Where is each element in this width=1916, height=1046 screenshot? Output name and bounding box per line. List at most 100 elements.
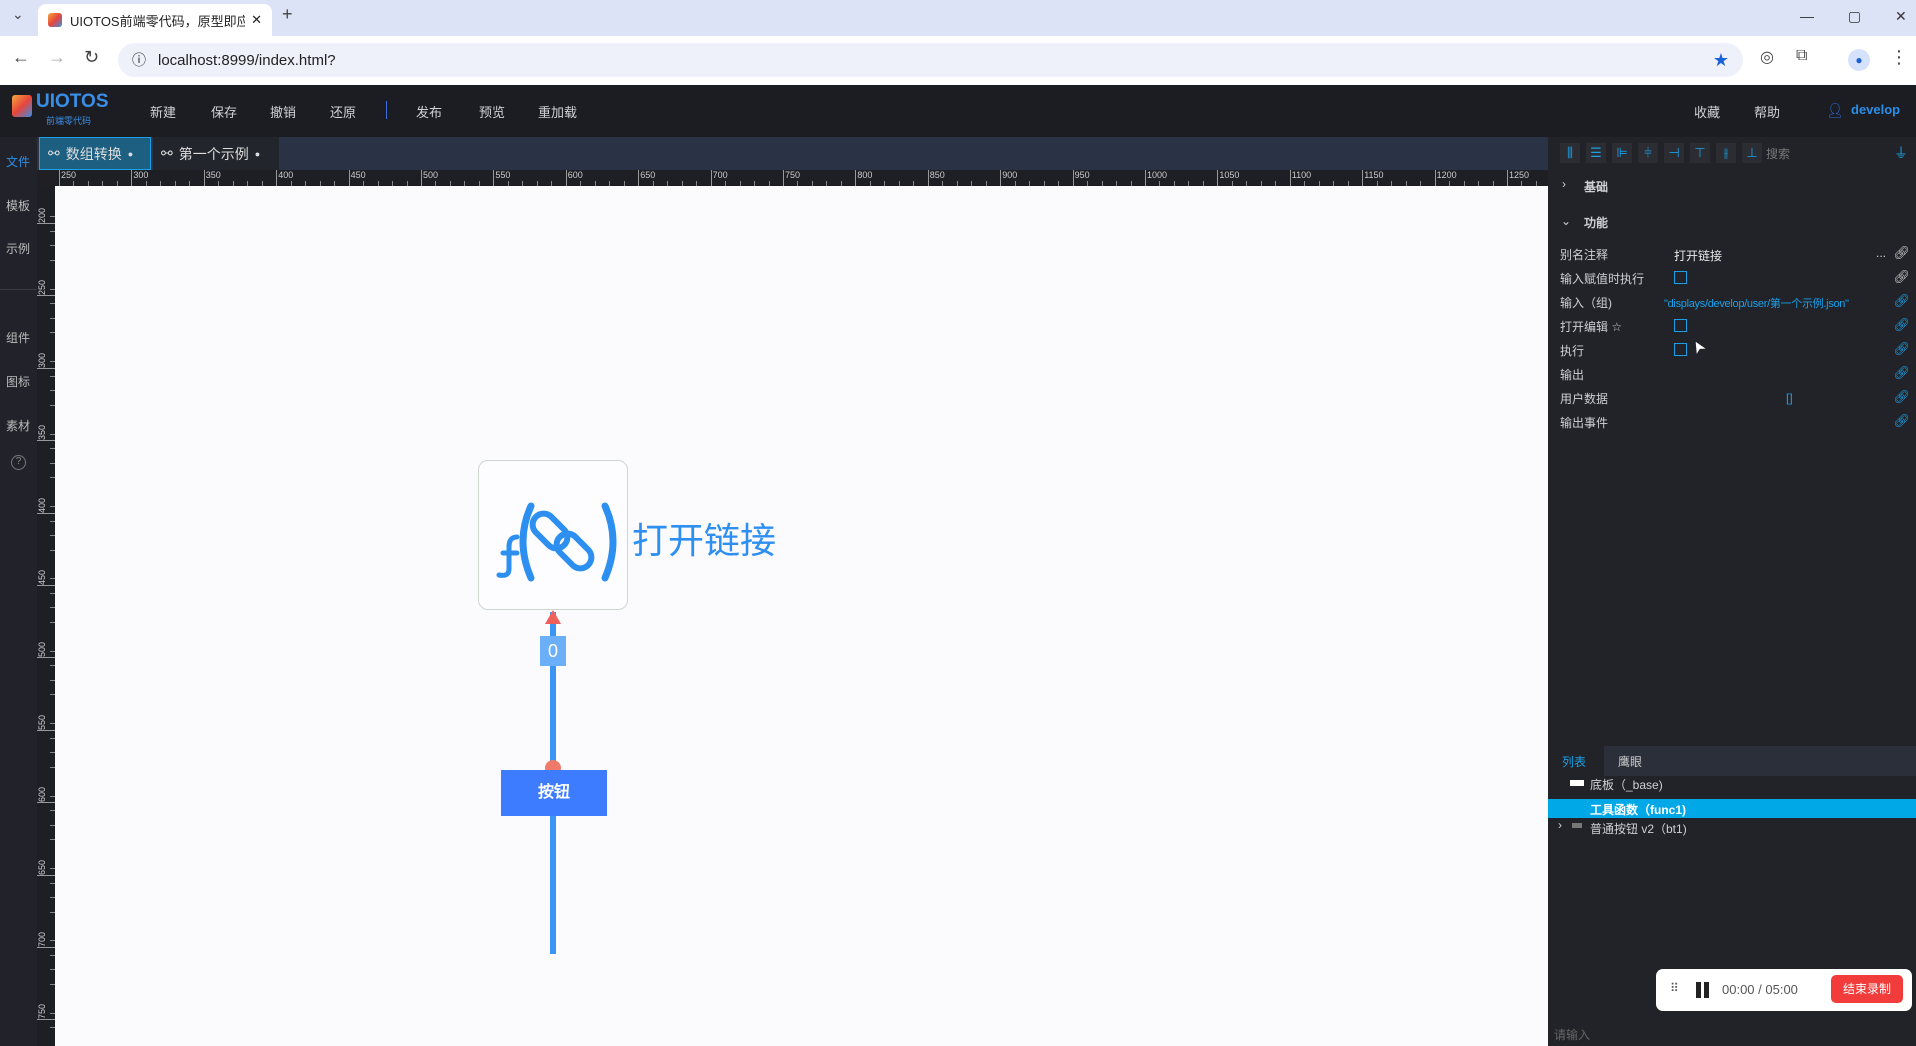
menu-redo[interactable]: 还原 bbox=[330, 105, 357, 120]
align-left-icon[interactable]: ⊫ bbox=[1612, 143, 1632, 163]
filter-icon[interactable]: ⏚ bbox=[1894, 145, 1908, 161]
function-node[interactable] bbox=[478, 460, 628, 610]
prop-value[interactable]: "displays/develop/user/第一个示例.json" bbox=[1664, 298, 1849, 310]
ruler-tick bbox=[942, 181, 944, 186]
ruler-tick bbox=[797, 181, 799, 186]
menu-preview[interactable]: 预览 bbox=[479, 105, 506, 120]
link-icon[interactable]: 🔗︎ bbox=[1893, 365, 1910, 380]
ruler-tick bbox=[985, 181, 987, 186]
align-middle-icon[interactable]: ⫲ bbox=[1716, 143, 1736, 163]
ruler-tick bbox=[1058, 181, 1060, 186]
more-button[interactable]: ... bbox=[1876, 246, 1887, 260]
ruler-tick bbox=[1202, 181, 1204, 186]
ruler-tick bbox=[681, 181, 683, 186]
align-bottom-icon[interactable]: ⊥ bbox=[1742, 143, 1762, 163]
expand-chevron-icon[interactable]: › bbox=[1558, 818, 1562, 832]
design-canvas[interactable]: 打开链接 0 按钮 bbox=[55, 186, 1548, 1046]
help-icon[interactable]: ? bbox=[11, 455, 26, 470]
sidebar-item-templates[interactable]: 模板 bbox=[6, 199, 31, 213]
link-icon[interactable]: 🔗︎ bbox=[1893, 413, 1910, 428]
flow-icon: ⚯ bbox=[48, 145, 60, 161]
drag-handle-icon[interactable]: ⠿ bbox=[1670, 981, 1679, 995]
link-icon[interactable]: 🔗︎ bbox=[1893, 341, 1910, 356]
logo-icon bbox=[12, 95, 32, 117]
canvas-button-node[interactable]: 按钮 bbox=[501, 770, 607, 816]
prop-checkbox[interactable] bbox=[1674, 271, 1687, 284]
menu-undo[interactable]: 撤销 bbox=[270, 105, 297, 120]
sidebar-item-assets[interactable]: 素材 bbox=[6, 419, 31, 433]
menu-publish[interactable]: 发布 bbox=[416, 105, 443, 120]
link-icon[interactable]: 🔗︎ bbox=[1893, 317, 1910, 332]
menu-save[interactable]: 保存 bbox=[211, 105, 238, 120]
prop-value[interactable]: [] bbox=[1786, 391, 1793, 405]
pause-icon[interactable] bbox=[1696, 982, 1701, 998]
menu-new[interactable]: 新建 bbox=[150, 105, 177, 120]
reload-icon[interactable]: ↻ bbox=[84, 47, 100, 67]
extensions-puzzle-icon[interactable]: ⧉ bbox=[1796, 47, 1808, 64]
distribute-h-icon[interactable]: ⫼ bbox=[1560, 143, 1580, 163]
ruler-tick bbox=[1391, 181, 1393, 186]
forward-icon[interactable]: → bbox=[48, 47, 66, 67]
link-icon[interactable]: 🔗︎ bbox=[1893, 245, 1910, 260]
sidebar-item-file[interactable]: 文件 bbox=[6, 155, 31, 169]
ruler-label: 700 bbox=[710, 170, 728, 186]
align-top-icon[interactable]: ⊤ bbox=[1690, 143, 1710, 163]
menu-favorites[interactable]: 收藏 bbox=[1694, 105, 1721, 120]
link-icon[interactable]: 🔗︎ bbox=[1893, 293, 1910, 308]
tree-item-bt1[interactable]: 普通按钮 v2（bt1) bbox=[1590, 822, 1687, 836]
ruler-tick bbox=[247, 181, 249, 186]
recorder-time: 00:00 / 05:00 bbox=[1722, 982, 1798, 997]
sidebar-item-icons[interactable]: 图标 bbox=[6, 375, 31, 389]
ruler-label: 550 bbox=[493, 170, 510, 186]
group-basic[interactable]: 基础 bbox=[1584, 180, 1609, 194]
menu-icon[interactable]: ⋮ bbox=[1890, 47, 1908, 67]
link-icon[interactable]: 🔗︎ bbox=[1893, 389, 1910, 404]
ruler-tick bbox=[218, 181, 220, 186]
tree-item-base[interactable]: 底板（_base) bbox=[1590, 778, 1663, 792]
chevron-right-icon[interactable]: › bbox=[1562, 177, 1566, 191]
ruler-tick bbox=[1521, 181, 1523, 186]
align-center-icon[interactable]: ⫩ bbox=[1638, 143, 1658, 163]
menu-reload[interactable]: 重加载 bbox=[538, 105, 578, 120]
distribute-v-icon[interactable]: ☰ bbox=[1586, 143, 1606, 163]
window-controls[interactable]: — ▢ ✕ bbox=[1800, 8, 1907, 24]
prop-value[interactable]: 打开链接 bbox=[1674, 249, 1723, 263]
group-function[interactable]: 功能 bbox=[1584, 216, 1609, 230]
prop-checkbox[interactable] bbox=[1674, 319, 1687, 332]
chevron-down-icon[interactable]: ⌄ bbox=[1561, 214, 1572, 228]
sidebar-item-components[interactable]: 组件 bbox=[6, 331, 31, 345]
align-right-icon[interactable]: ⊣ bbox=[1664, 143, 1684, 163]
doc-tab-first-example[interactable]: ⚯第一个示例● bbox=[153, 137, 279, 170]
sidebar-item-examples[interactable]: 示例 bbox=[6, 242, 31, 256]
bottom-input[interactable]: 请输入 bbox=[1554, 1028, 1591, 1042]
close-tab-icon[interactable]: ✕ bbox=[251, 12, 262, 27]
tab-list[interactable]: 列表 bbox=[1548, 746, 1604, 776]
prop-checkbox[interactable] bbox=[1674, 343, 1687, 356]
tab-eagle-eye[interactable]: 鹰眼 bbox=[1618, 755, 1643, 769]
user-name[interactable]: develop bbox=[1851, 102, 1901, 117]
ruler-tick bbox=[50, 477, 55, 479]
back-icon[interactable]: ← bbox=[12, 47, 30, 67]
tab-list-icon[interactable]: ⌄ bbox=[12, 6, 24, 22]
browser-tab[interactable]: UIOTOS前端零代码，原型即应 ✕ bbox=[38, 4, 272, 36]
prop-row: 输出🔗︎ bbox=[1560, 364, 1916, 384]
prop-search-input[interactable]: 搜索 bbox=[1766, 147, 1791, 161]
stop-recording-button[interactable]: 结束录制 bbox=[1831, 975, 1903, 1003]
ruler-tick bbox=[1420, 181, 1422, 186]
bookmark-star-icon[interactable]: ★ bbox=[1712, 49, 1729, 70]
extension-icon[interactable]: ◎ bbox=[1760, 49, 1774, 66]
link-icon[interactable]: 🔗︎ bbox=[1893, 269, 1910, 284]
ruler-label: 1150 bbox=[1362, 170, 1384, 186]
menu-help[interactable]: 帮助 bbox=[1754, 105, 1781, 120]
doc-tab-array-convert[interactable]: ⚯数组转换● bbox=[39, 137, 151, 170]
ruler-label: 350 bbox=[203, 170, 221, 186]
ruler-label: 950 bbox=[1072, 170, 1090, 186]
ruler-label: 1050 bbox=[1217, 170, 1239, 186]
profile-icon[interactable]: ● bbox=[1848, 49, 1870, 71]
tree-item-func1[interactable]: 工具函数（func1) bbox=[1548, 799, 1916, 818]
ruler-tick bbox=[50, 448, 55, 450]
ruler-label: 450 bbox=[348, 170, 366, 186]
new-tab-icon[interactable]: + bbox=[282, 4, 293, 24]
